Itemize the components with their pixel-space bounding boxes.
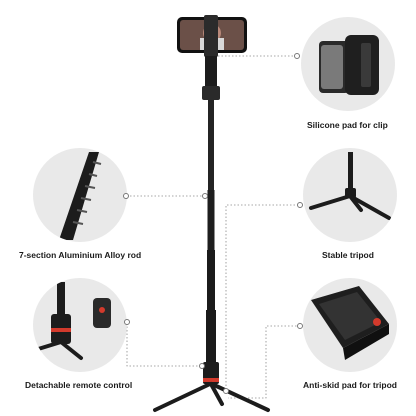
telescopic-rod-icon <box>59 152 102 240</box>
anchor-dot-antiskid <box>297 323 303 329</box>
tripod-foot-icon <box>311 286 389 360</box>
callout-antiskid <box>303 278 397 372</box>
anchor-dot-tripod <box>297 202 303 208</box>
remote-control-icon <box>33 282 111 360</box>
anchor-dot-rod <box>202 193 208 199</box>
label-antiskid: Anti-skid pad for tripod <box>303 380 397 390</box>
callout-clip <box>301 17 395 111</box>
callout-rod <box>33 148 127 242</box>
leader-antiskid <box>228 325 300 399</box>
leader-remote <box>126 323 202 367</box>
anchor-dot-foot <box>223 388 229 394</box>
anchor-dot-rod-left <box>123 193 129 199</box>
label-rod: 7-section Aluminium Alloy rod <box>19 250 142 260</box>
label-tripod: Stable tripod <box>322 250 374 260</box>
phone-image <box>177 15 247 57</box>
anchor-dot-remote <box>199 363 205 369</box>
callout-tripod <box>303 148 397 242</box>
phone-clip-icon <box>319 35 379 95</box>
anchor-dot-clip <box>294 53 300 59</box>
leader-tripod <box>225 204 302 388</box>
label-clip: Silicone pad for clip <box>307 120 388 130</box>
callout-remote <box>33 278 127 372</box>
anchor-dot-remote-left <box>124 319 130 325</box>
label-remote: Detachable remote control <box>25 380 133 390</box>
tripod-icon <box>309 152 391 220</box>
